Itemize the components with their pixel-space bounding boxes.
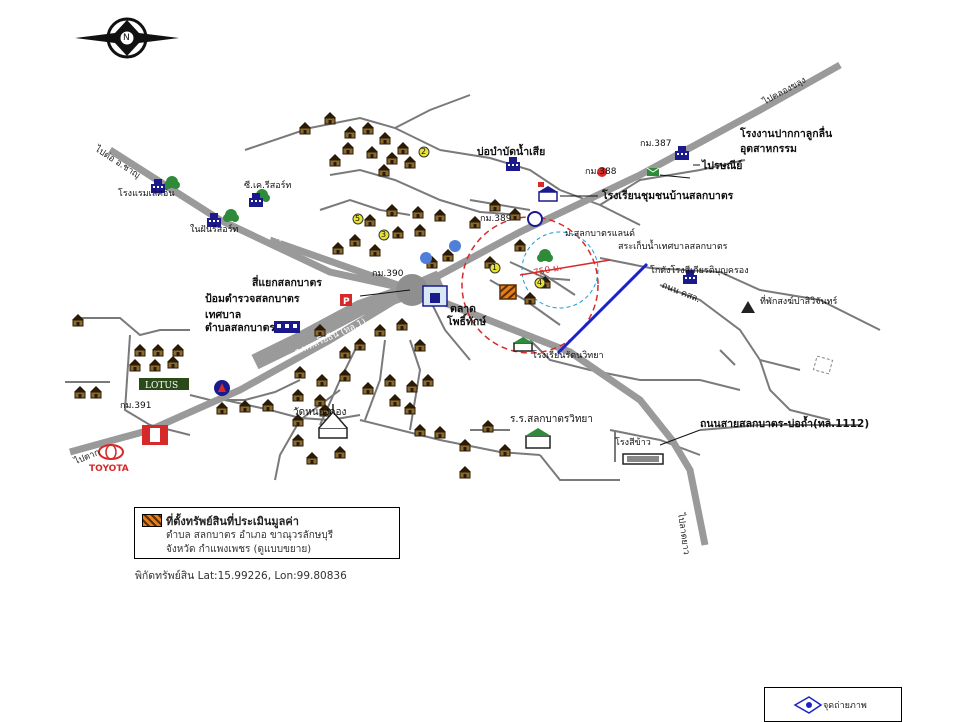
label-hotel: โรงแรมเลิศอิน bbox=[118, 189, 175, 199]
school-rat-icon bbox=[513, 337, 533, 352]
label-sam-yaek: สี่แยกสลกบาตร bbox=[252, 277, 322, 289]
tessaban-icon bbox=[274, 321, 300, 333]
pilgrim-icon bbox=[741, 301, 755, 313]
label-km390: กม.390 bbox=[372, 269, 404, 279]
school-chumchon-icon bbox=[538, 182, 558, 202]
label-school-rat: โรงเรียนรัตนวิทยา bbox=[532, 351, 604, 361]
label-pointers bbox=[359, 164, 701, 446]
inner-radius bbox=[521, 231, 599, 309]
temple-icon bbox=[318, 404, 348, 439]
svg-text:TOYOTA: TOYOTA bbox=[89, 464, 129, 474]
label-km389: กม.389 bbox=[480, 214, 512, 224]
property-legend: ที่ตั้งทรัพย์สินที่ประเมินมูลค่า ตำบล สล… bbox=[134, 507, 400, 559]
label-tessaban-2: ตำบลสลกบาตร bbox=[205, 322, 276, 334]
legend-swatch bbox=[142, 514, 162, 527]
label-market: ตลาด bbox=[450, 303, 476, 315]
marker-text-2: 2 bbox=[421, 147, 427, 156]
police-letter: P bbox=[343, 297, 350, 307]
label-km388: กม.388 bbox=[585, 167, 617, 177]
label-rice-mill: โรงสีข้าว bbox=[615, 438, 651, 448]
photo-point-icon bbox=[793, 696, 823, 714]
legend-line-3: จังหวัด กำแพงเพชร (ดูแบบขยาย) bbox=[166, 544, 312, 555]
compass-letter: N bbox=[123, 33, 130, 43]
coordinates-text: พิกัดทรัพย์สิน Lat:15.99226, Lon:99.8083… bbox=[135, 570, 347, 582]
photo-point-label: จุดถ่ายภาพ bbox=[823, 701, 867, 711]
legend-title: ที่ตั้งทรัพย์สินที่ประเมินมูลค่า bbox=[166, 515, 299, 528]
label-post-office: ไปรษณีย์ bbox=[702, 160, 743, 172]
lotus-logo: LOTUS bbox=[139, 378, 189, 391]
label-water-tank: สระเก็บน้ำเทศบาลสลกบาตร bbox=[618, 242, 728, 252]
radius-circle bbox=[461, 216, 599, 354]
toyota-logo: TOYOTA bbox=[89, 425, 168, 474]
red-marker bbox=[597, 167, 607, 177]
survey-line bbox=[556, 262, 649, 355]
post-office-icon bbox=[646, 167, 660, 176]
label-school-sakonbat: ร.ร.สลกบาตรวิทยา bbox=[510, 414, 593, 425]
main-intersection bbox=[396, 274, 428, 306]
label-sk-resort: ซี.เค.รีสอร์ท bbox=[244, 181, 292, 191]
distance-line bbox=[519, 259, 611, 276]
school-sakonbat-icon bbox=[525, 428, 551, 449]
label-pilgrim: ที่พักสงฆ์ปาสิวิจันทร์ bbox=[760, 297, 838, 307]
label-pen-factory-2: อุตสาหกรรม bbox=[740, 143, 797, 155]
house-icons bbox=[71, 111, 552, 479]
legend-line-2: ตำบล สลกบาตร อำเภอ ขาณุวรลักษบุรี bbox=[166, 530, 334, 541]
marker-text-4: 4 bbox=[537, 278, 543, 287]
label-school-chumchon: โรงเรียนชุมชนบ้านสลกบาตร bbox=[602, 190, 734, 202]
gas-station-icon bbox=[214, 380, 230, 396]
label-m-sakonbat: ม.สลกบาตรแลนด์ bbox=[565, 229, 636, 239]
label-pen-factory: โรงงานปากกาลูกลื่น bbox=[740, 128, 833, 140]
label-km387: กม.387 bbox=[640, 139, 672, 149]
subject-property-marker bbox=[499, 284, 517, 300]
label-market-2: โพธิ์ทักษ์ bbox=[447, 316, 487, 328]
compass-rose bbox=[75, 17, 179, 59]
label-nanfa-resort: ในฝันรีสอร์ท bbox=[190, 225, 239, 235]
marker-text-5: 5 bbox=[355, 214, 361, 223]
label-thanon-sai: ถนนสายสลกบาตร-บ่อถ้ำ(ทล.1112) bbox=[700, 418, 870, 430]
photo-point-legend: จุดถ่ายภาพ bbox=[764, 687, 902, 722]
marker-text-3: 3 bbox=[381, 230, 387, 239]
water-icons bbox=[420, 211, 543, 264]
market-icon bbox=[422, 285, 448, 307]
plot-outline bbox=[812, 355, 834, 375]
marker-text-1: 1 bbox=[492, 263, 498, 272]
numbered-markers bbox=[352, 146, 546, 289]
label-km391: กม.391 bbox=[120, 401, 152, 411]
svg-text:LOTUS: LOTUS bbox=[145, 381, 178, 391]
label-tessaban: เทศบาล bbox=[205, 309, 242, 321]
label-warehouse: โกดังโรงสีเกียรติบุญครอง bbox=[650, 266, 749, 276]
label-temple: วัดหนองกอง bbox=[293, 407, 347, 418]
label-bo-bam-bat: บ่อบำบัดน้ำเสีย bbox=[477, 146, 546, 158]
label-police: ป้อมตำรวจสลกบาตร bbox=[205, 293, 300, 305]
police-icon bbox=[340, 294, 352, 306]
rice-mill-icon bbox=[622, 453, 664, 465]
